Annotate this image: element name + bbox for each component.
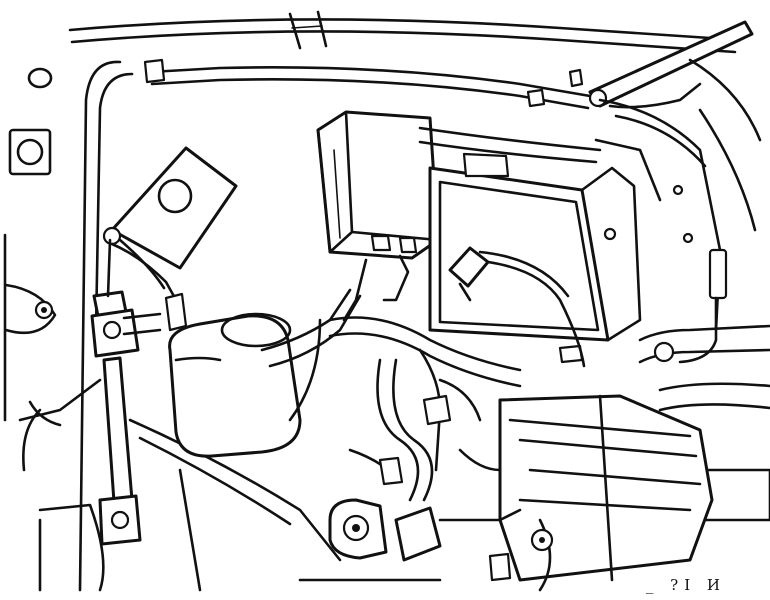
canister [168,288,362,458]
bolt-hole-top-left [27,67,53,89]
ac-line [18,238,162,546]
ignition-lead [448,246,586,368]
left-fender [3,60,134,592]
hose-sleeve-right [708,248,728,300]
hood-prop-rod [588,20,762,232]
intake-manifold [498,394,714,592]
hose-fitting-right [653,341,675,363]
center-harness [328,316,522,502]
throttle-fitting [298,498,522,582]
right-fender [598,98,770,522]
harness-clip-left [143,58,166,84]
lower-shroud-left [38,418,342,592]
figure-caption: _ ?I И [645,576,726,594]
top-harness [143,58,592,110]
bracket-plate [102,146,238,332]
mount-plate-left [8,128,52,176]
hood-edge [68,10,742,54]
air-box [418,126,662,364]
sensor-connector [164,292,188,332]
